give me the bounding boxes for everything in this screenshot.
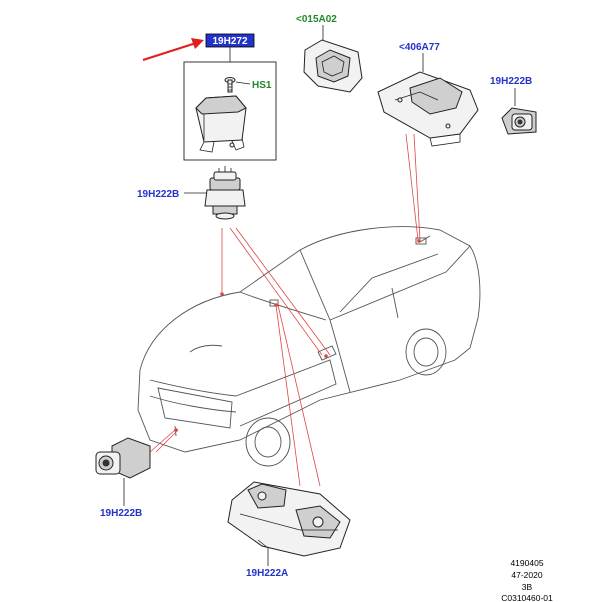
- callout-top-mid: <015A02: [296, 14, 337, 25]
- reference-line-3: 3B: [522, 582, 533, 592]
- location-leaders: [149, 133, 421, 487]
- camera-front-icon: [95, 437, 151, 479]
- callout-left-mid: 19H222B: [137, 189, 179, 200]
- camera-right-icon: [501, 107, 537, 135]
- vehicle-outline: [137, 226, 481, 467]
- reference-block: 4190405 47-2020 3B C0310460-01: [501, 558, 553, 602]
- callout-highlighted[interactable]: 19H272: [205, 33, 255, 48]
- screw-icon: [224, 77, 236, 93]
- assembly-box: [183, 61, 277, 161]
- roof-mount-icon: [377, 71, 479, 147]
- callout-highlighted-label: 19H272: [212, 36, 247, 47]
- callout-top-right-mid: <406A77: [399, 42, 440, 53]
- reference-line-2: 47-2020: [511, 570, 542, 580]
- callout-bottom-mid: 19H222A: [246, 568, 288, 579]
- hs1-leader: [235, 81, 251, 85]
- cover-plate-icon: [303, 39, 363, 93]
- pointer-arrow: [142, 38, 204, 62]
- callout-hs1: HS1: [252, 80, 272, 91]
- reference-line-1: 4190405: [510, 558, 543, 568]
- camera-tailgate-icon: [227, 481, 351, 557]
- camera-upper-icon: [204, 166, 246, 220]
- camera-bracket-icon: [195, 95, 247, 153]
- callout-bottom-left: 19H222B: [100, 508, 142, 519]
- callout-top-right: 19H222B: [490, 76, 532, 87]
- reference-line-4: C0310460-01: [501, 593, 553, 602]
